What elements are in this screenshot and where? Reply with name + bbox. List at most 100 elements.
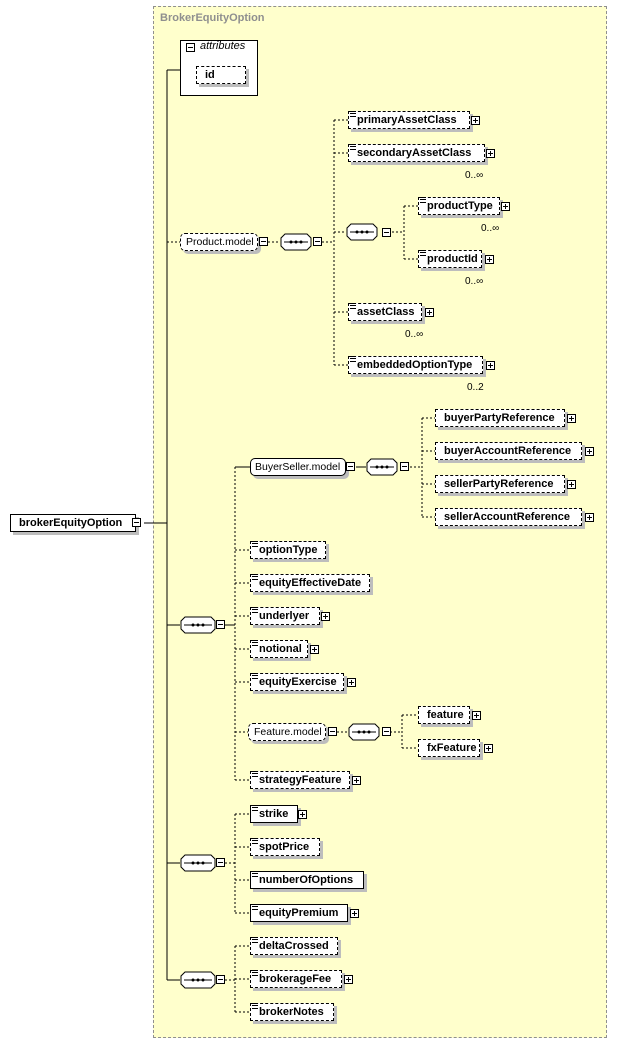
sequence-icon[interactable]	[280, 233, 312, 251]
element-productId[interactable]: productId	[418, 250, 482, 268]
element-label: productType	[427, 200, 493, 212]
documentation-icon	[252, 904, 258, 910]
element-secondaryAssetClass[interactable]: secondaryAssetClass	[348, 144, 485, 162]
group-feature-model[interactable]: Feature.model	[248, 723, 326, 741]
collapse-icon[interactable]	[328, 727, 337, 736]
element-optionType[interactable]: optionType	[250, 541, 326, 559]
sequence-icon[interactable]	[180, 854, 216, 872]
element-sellerAccountReference[interactable]: sellerAccountReference	[435, 508, 582, 526]
documentation-icon	[252, 640, 258, 646]
collapse-icon[interactable]	[382, 727, 391, 736]
element-brokerageFee[interactable]: brokerageFee	[250, 970, 342, 988]
element-label: secondaryAssetClass	[357, 147, 472, 159]
expand-icon[interactable]	[585, 513, 594, 522]
element-assetClass[interactable]: assetClass	[348, 303, 422, 321]
documentation-icon	[350, 144, 356, 150]
expand-icon[interactable]	[484, 744, 493, 753]
element-label: buyerAccountReference	[444, 445, 572, 457]
element-deltaCrossed[interactable]: deltaCrossed	[250, 937, 338, 955]
element-underlyer[interactable]: underlyer	[250, 607, 320, 625]
element-notional[interactable]: notional	[250, 640, 308, 658]
element-numberOfOptions[interactable]: numberOfOptions	[250, 871, 364, 889]
collapse-icon[interactable]	[400, 462, 409, 471]
complex-type-title: BrokerEquityOption	[160, 12, 265, 24]
element-spotPrice[interactable]: spotPrice	[250, 838, 320, 856]
element-feature[interactable]: feature	[418, 706, 470, 724]
element-brokerNotes[interactable]: brokerNotes	[250, 1003, 334, 1021]
attributes-title: attributes	[200, 40, 246, 52]
sequence-icon[interactable]	[366, 458, 398, 476]
group-buyerseller-model[interactable]: BuyerSeller.model	[250, 458, 346, 476]
element-label: equityPremium	[259, 907, 339, 919]
expand-icon[interactable]	[501, 202, 510, 211]
element-label: embeddedOptionType	[357, 359, 473, 371]
attribute-id[interactable]: id	[196, 66, 246, 84]
documentation-icon	[252, 574, 258, 580]
element-buyerAccountReference[interactable]: buyerAccountReference	[435, 442, 582, 460]
expand-icon[interactable]	[567, 414, 576, 423]
expand-icon[interactable]	[486, 149, 495, 158]
element-primaryAssetClass[interactable]: primaryAssetClass	[348, 111, 470, 129]
attributes-tab: attributes	[182, 39, 252, 55]
element-equityExercise[interactable]: equityExercise	[250, 673, 344, 691]
sequence-icon[interactable]	[180, 616, 216, 634]
cardinality: 0..2	[467, 382, 484, 393]
element-equityEffectiveDate[interactable]: equityEffectiveDate	[250, 574, 370, 592]
collapse-icon[interactable]	[132, 518, 141, 527]
documentation-icon	[350, 111, 356, 117]
documentation-icon	[252, 673, 258, 679]
element-equityPremium[interactable]: equityPremium	[250, 904, 348, 922]
documentation-icon	[350, 303, 356, 309]
expand-icon[interactable]	[350, 909, 359, 918]
collapse-icon[interactable]	[346, 462, 355, 471]
expand-icon[interactable]	[344, 975, 353, 984]
element-embeddedOptionType[interactable]: embeddedOptionType	[348, 356, 483, 374]
sequence-icon[interactable]	[346, 223, 378, 241]
group-label: BuyerSeller.model	[255, 461, 341, 473]
expand-icon[interactable]	[321, 612, 330, 621]
element-label: optionType	[259, 544, 318, 556]
group-label: Feature.model	[254, 726, 322, 738]
root-element-brokerEquityOption[interactable]: brokerEquityOption	[10, 514, 136, 532]
collapse-icon[interactable]	[259, 237, 268, 246]
expand-icon[interactable]	[471, 116, 480, 125]
cardinality: 0..∞	[405, 329, 424, 340]
documentation-icon	[252, 871, 258, 877]
element-productType[interactable]: productType	[418, 197, 500, 215]
element-label: brokerageFee	[259, 973, 332, 985]
element-sellerPartyReference[interactable]: sellerPartyReference	[435, 475, 565, 493]
collapse-icon[interactable]	[313, 237, 322, 246]
cardinality: 0..∞	[465, 276, 484, 287]
element-label: strategyFeature	[259, 774, 342, 786]
sequence-icon[interactable]	[180, 971, 216, 989]
collapse-icon[interactable]	[216, 858, 225, 867]
expand-icon[interactable]	[310, 645, 319, 654]
expand-icon[interactable]	[472, 711, 481, 720]
collapse-icon[interactable]	[216, 620, 225, 629]
element-buyerPartyReference[interactable]: buyerPartyReference	[435, 409, 565, 427]
element-fxFeature[interactable]: fxFeature	[418, 739, 480, 757]
expand-icon[interactable]	[352, 776, 361, 785]
collapse-icon[interactable]	[216, 975, 225, 984]
element-label: assetClass	[357, 306, 415, 318]
element-label: productId	[427, 253, 478, 265]
element-label: brokerNotes	[259, 1006, 324, 1018]
documentation-icon	[252, 937, 258, 943]
group-product-model[interactable]: Product.model	[180, 233, 258, 251]
documentation-icon	[252, 838, 258, 844]
expand-icon[interactable]	[486, 361, 495, 370]
expand-icon[interactable]	[425, 308, 434, 317]
expand-icon[interactable]	[298, 810, 307, 819]
collapse-icon[interactable]	[382, 228, 391, 237]
documentation-icon	[252, 541, 258, 547]
expand-icon[interactable]	[567, 480, 576, 489]
cardinality: 0..∞	[481, 223, 500, 234]
element-strike[interactable]: strike	[250, 805, 298, 823]
expand-icon[interactable]	[585, 447, 594, 456]
expand-icon[interactable]	[485, 255, 494, 264]
expand-icon[interactable]	[347, 678, 356, 687]
collapse-icon[interactable]	[186, 43, 195, 52]
sequence-icon[interactable]	[348, 723, 380, 741]
element-strategyFeature[interactable]: strategyFeature	[250, 771, 350, 789]
